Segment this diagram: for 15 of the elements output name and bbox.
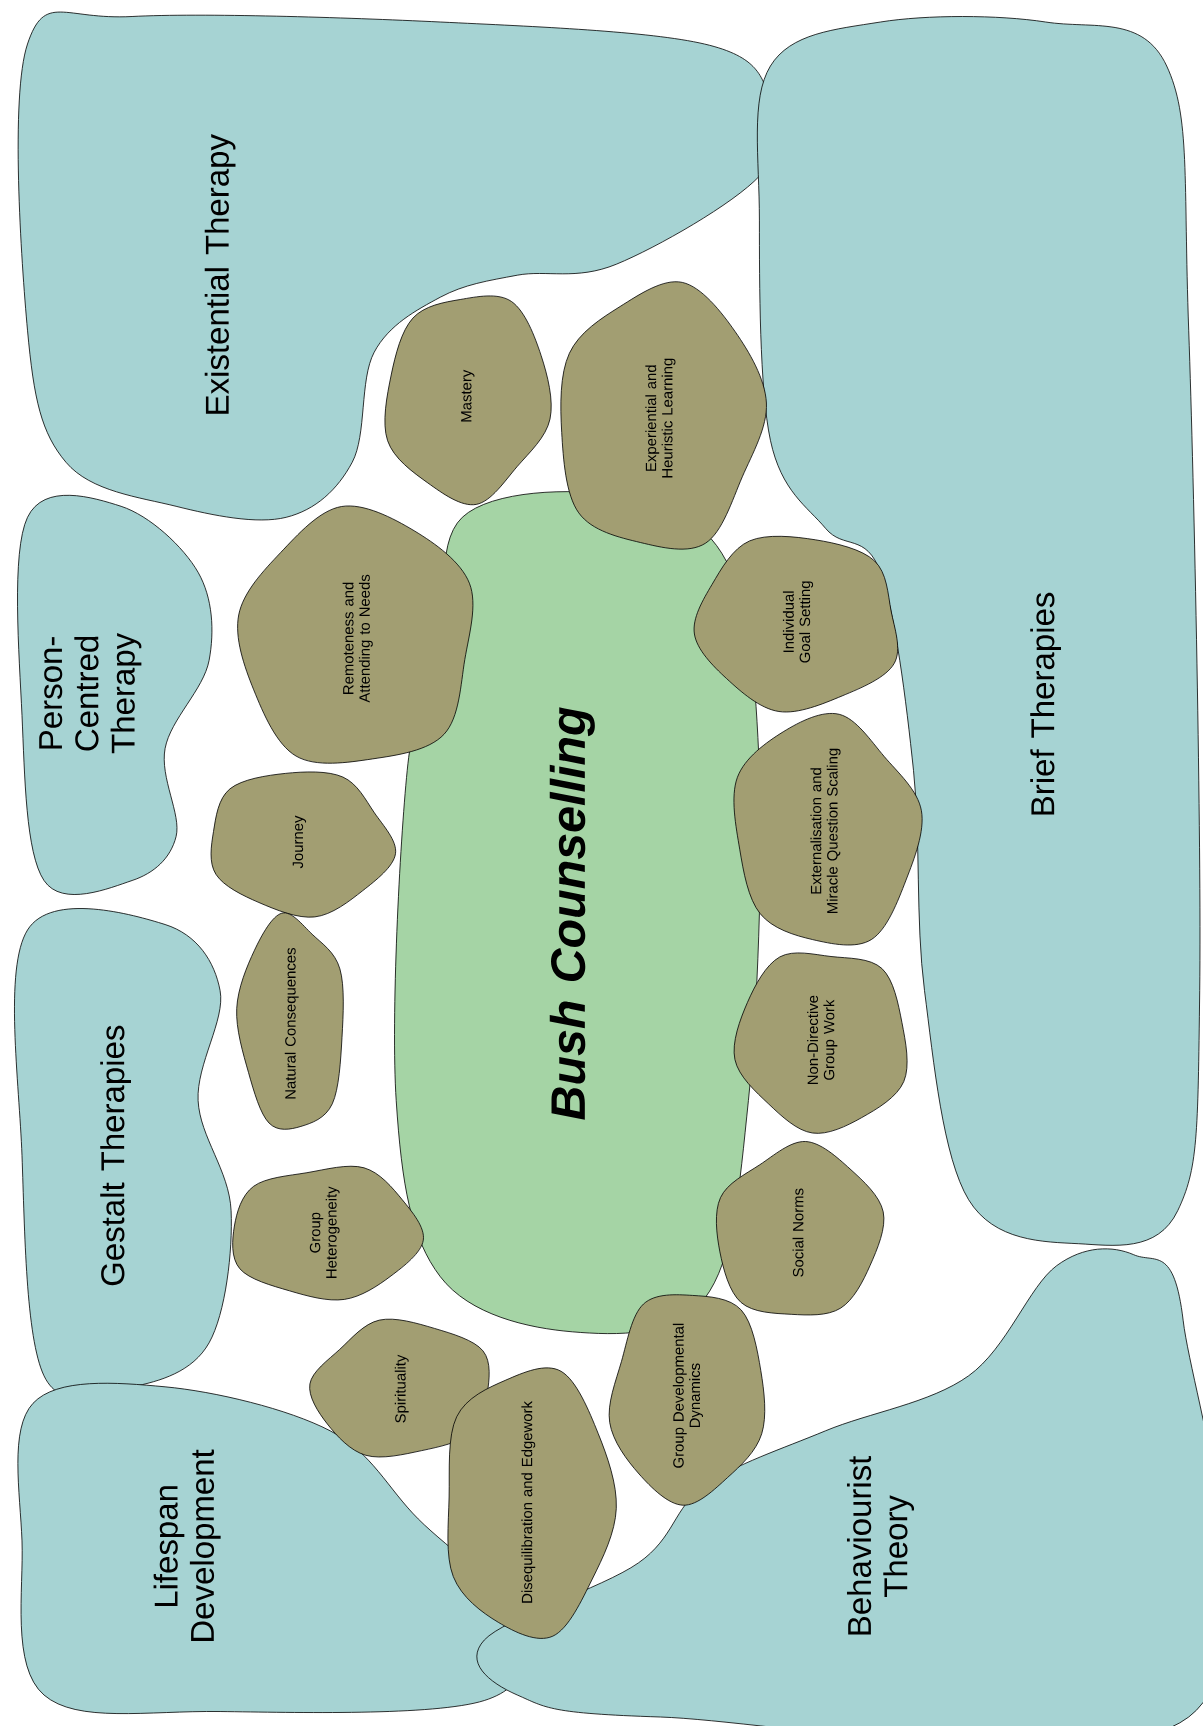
concept-blob: Group Heterogeneity (232, 1165, 424, 1301)
concept-blob: Journey (210, 771, 397, 918)
concept-blob: Individual Goal Setting (693, 535, 899, 713)
concept-blob: Externalisation and Miracle Question Scaling (733, 713, 923, 946)
concept-blob: Natural Consequences (236, 912, 344, 1130)
concept-blob: Remoteness and Attending to Needs (237, 505, 474, 764)
concept-blob: Mastery (384, 295, 552, 506)
concept-blob: Group Developmental Dynamics (608, 1294, 766, 1506)
concept-blob: Spirituality (309, 1318, 490, 1458)
concept-blob: Experiential and Heuristic Learning (560, 281, 767, 550)
therapy-blob: Gestalt Therapies (14, 908, 232, 1399)
concept-blob: Non-Directive Group Work (733, 952, 908, 1134)
concept-blob: Social Norms (716, 1141, 885, 1316)
therapy-blob: Person-Centred Therapy (17, 494, 213, 895)
concept-blob: Disequilibration and Edgework (447, 1367, 617, 1639)
